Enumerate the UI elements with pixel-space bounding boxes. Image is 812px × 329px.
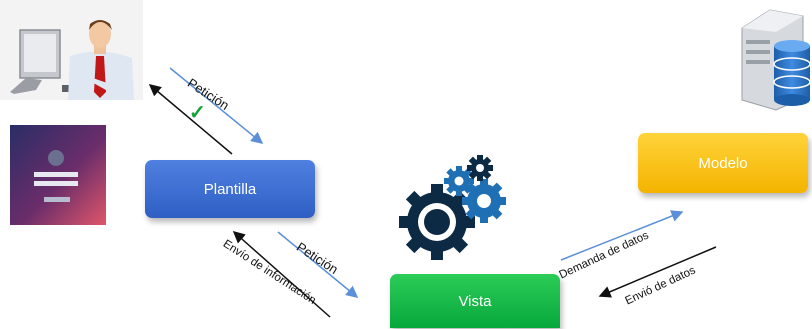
modelo-label: Modelo (698, 154, 748, 172)
arrow-peticion-mid (277, 231, 359, 298)
gear-medium (462, 179, 506, 223)
vista-label: Vista (458, 292, 492, 310)
plantilla-node: Plantilla (145, 160, 315, 218)
arrow-envio-datos (598, 246, 717, 298)
checkmark-icon: ✓ (189, 102, 206, 124)
gears-icon (399, 155, 506, 260)
user-computer-icon (0, 0, 143, 100)
modelo-node: Modelo (638, 133, 808, 193)
gear-small-blue (444, 166, 474, 196)
arrow-envio-informacion (232, 231, 331, 318)
gear-small-dark (467, 155, 493, 181)
arrow-peticion-top (169, 67, 264, 144)
arrow-response-user (148, 84, 233, 155)
vista-node: Vista (390, 274, 560, 328)
login-screen-icon (10, 125, 106, 225)
gear-large (399, 184, 475, 260)
plantilla-label: Plantilla (203, 180, 257, 198)
database-server-icon (741, 9, 811, 111)
arrow-demanda-datos (560, 210, 684, 261)
